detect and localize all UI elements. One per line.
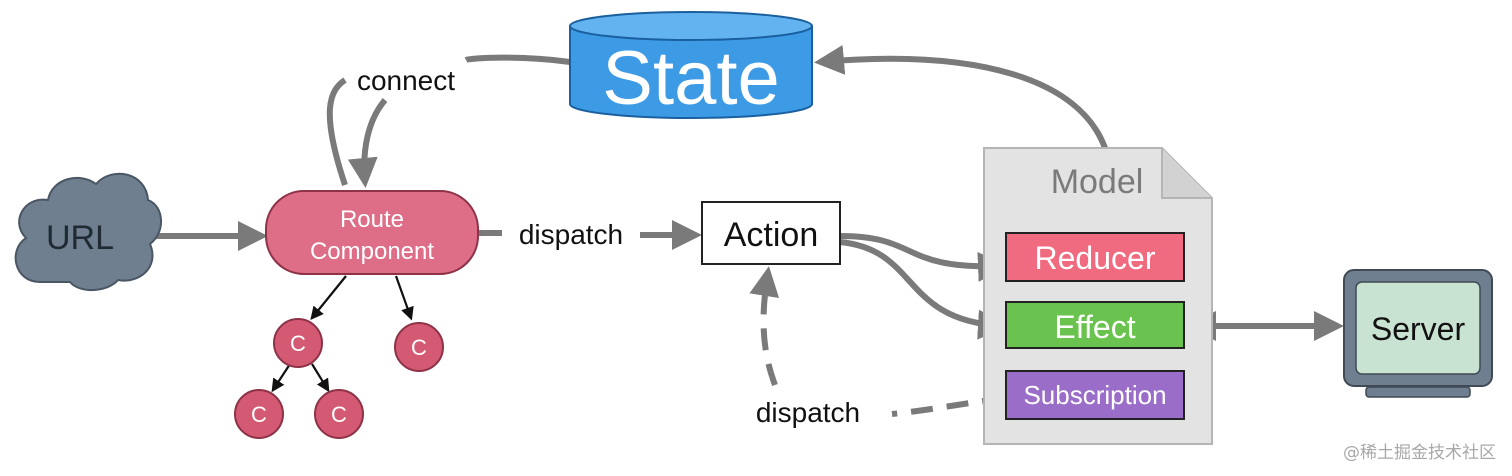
server-label: Server [1371, 311, 1466, 347]
connect-edge-arrow [347, 98, 388, 188]
action-node: Action [701, 201, 841, 265]
action-to-reducer-edge [839, 233, 1008, 282]
child-component-1: C [273, 318, 323, 368]
component-tree-edges [271, 275, 414, 393]
state-label: State [602, 36, 779, 121]
model-to-state-edge [814, 44, 1108, 150]
watermark: @稀土掘金技术社区 [1343, 443, 1496, 463]
action-to-effect-edge [839, 239, 1008, 340]
connect-edge [326, 54, 571, 186]
child-component-4: C [314, 389, 364, 439]
reducer-node: Reducer [1005, 232, 1185, 282]
subscription-node: Subscription [1005, 370, 1185, 420]
child-component-label: C [290, 331, 306, 356]
child-component-2: C [394, 322, 444, 372]
effect-node: Effect [1005, 301, 1185, 349]
model-node: Model Reducer Effect Subscription [983, 147, 1213, 445]
child-component-label: C [331, 402, 347, 427]
subscription-label: Subscription [1023, 380, 1166, 410]
url-node: URL [14, 172, 162, 291]
model-label: Model [1051, 163, 1144, 201]
child-component-label: C [251, 402, 267, 427]
child-component-3: C [234, 389, 284, 439]
dispatch-to-action-edge [749, 266, 780, 387]
action-label: Action [724, 216, 819, 254]
route-component-node: Route Component [265, 190, 479, 275]
child-component-label: C [411, 335, 427, 360]
effect-label: Effect [1054, 309, 1135, 345]
server-node: Server [1343, 269, 1493, 398]
dispatch-subscription-label: dispatch [756, 397, 860, 428]
route-component-label-line1: Route [340, 206, 404, 233]
route-component-label-line2: Component [310, 238, 434, 265]
url-label: URL [46, 219, 114, 257]
state-node: State [569, 11, 813, 121]
connect-label: connect [357, 65, 455, 96]
reducer-label: Reducer [1035, 240, 1156, 276]
dispatch-route-label: dispatch [519, 219, 623, 250]
